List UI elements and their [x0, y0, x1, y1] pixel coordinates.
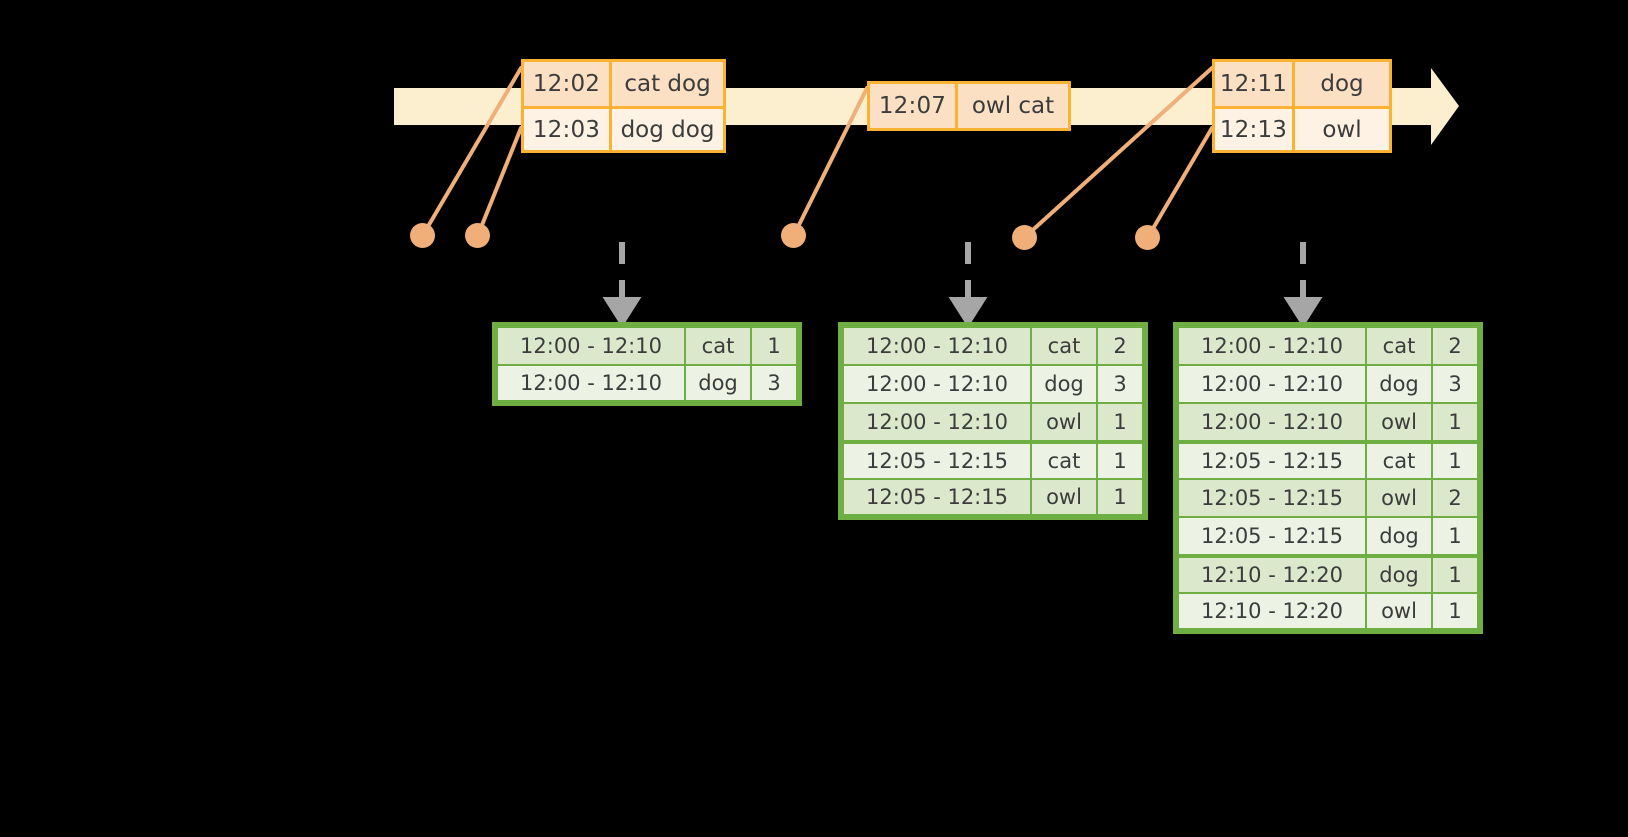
event-group-2[interactable]: 12:07 owl cat — [867, 81, 1071, 131]
cell-word: owl — [1367, 480, 1431, 516]
connector-dot-2 — [465, 223, 490, 248]
connector-dot-3 — [781, 223, 806, 248]
event-words: owl cat — [971, 93, 1055, 119]
cell-word: dog — [1367, 518, 1431, 554]
cell-word: cat — [1367, 444, 1431, 478]
cell-count: 2 — [1098, 328, 1142, 364]
cell-word: owl — [1032, 404, 1096, 440]
cell-count: 1 — [1433, 518, 1477, 554]
event-words: cat dog — [624, 71, 711, 97]
cell-word: owl — [1032, 480, 1096, 514]
cell-word: cat — [1032, 444, 1096, 478]
cell-count: 1 — [1433, 404, 1477, 440]
cell-count: 3 — [1433, 366, 1477, 402]
event-row[interactable]: 12:11 dog — [1215, 62, 1389, 106]
dashed-arrow-to-table-3 — [1283, 242, 1323, 328]
cell-window: 12:00 - 12:10 — [1179, 366, 1365, 402]
event-time: 12:03 — [524, 109, 612, 150]
cell-window: 12:05 - 12:15 — [1179, 480, 1365, 516]
cell-word: cat — [1367, 328, 1431, 364]
cell-window: 12:05 - 12:15 — [1179, 518, 1365, 554]
event-row[interactable]: 12:02 cat dog — [524, 62, 723, 106]
connector-dot-4 — [1012, 225, 1037, 250]
cell-window: 12:10 - 12:20 — [1179, 594, 1365, 628]
cell-word: dog — [1367, 366, 1431, 402]
dashed-arrow-to-table-2 — [948, 242, 988, 328]
cell-count: 1 — [1098, 404, 1142, 440]
event-time: 12:11 — [1215, 62, 1295, 106]
cell-window: 12:05 - 12:15 — [1179, 444, 1365, 478]
cell-window: 12:05 - 12:15 — [844, 444, 1030, 478]
cell-window: 12:00 - 12:10 — [1179, 328, 1365, 364]
cell-window: 12:00 - 12:10 — [498, 328, 684, 364]
cell-count: 1 — [1433, 444, 1477, 478]
cell-word: owl — [1367, 404, 1431, 440]
cell-word: dog — [1367, 558, 1431, 592]
event-words: owl — [1322, 116, 1362, 143]
event-row[interactable]: 12:07 owl cat — [870, 84, 1068, 128]
cell-count: 1 — [1098, 444, 1142, 478]
dashed-arrow-group — [602, 242, 1323, 328]
event-time: 12:13 — [1215, 109, 1295, 150]
event-words: dog dog — [620, 116, 715, 143]
cell-count: 1 — [1433, 594, 1477, 628]
event-group-1[interactable]: 12:02 cat dog 12:03 dog dog — [521, 59, 726, 153]
event-words: dog — [1320, 71, 1364, 97]
cell-count: 1 — [1098, 480, 1142, 514]
cell-word: dog — [686, 366, 750, 400]
event-row[interactable]: 12:03 dog dog — [524, 106, 723, 150]
event-group-3[interactable]: 12:11 dog 12:13 owl — [1212, 59, 1392, 153]
cell-window: 12:00 - 12:10 — [844, 366, 1030, 402]
connector-dot-5 — [1135, 225, 1160, 250]
cell-word: cat — [1032, 328, 1096, 364]
event-time: 12:07 — [870, 84, 958, 128]
cell-count: 3 — [752, 366, 796, 400]
cell-count: 2 — [1433, 480, 1477, 516]
cell-count: 1 — [1433, 558, 1477, 592]
cell-window: 12:00 - 12:10 — [498, 366, 684, 400]
cell-word: owl — [1367, 594, 1431, 628]
cell-window: 12:05 - 12:15 — [844, 480, 1030, 514]
cell-word: cat — [686, 328, 750, 364]
cell-window: 12:00 - 12:10 — [844, 328, 1030, 364]
cell-word: dog — [1032, 366, 1096, 402]
cell-window: 12:10 - 12:20 — [1179, 558, 1365, 592]
event-time: 12:02 — [524, 62, 612, 106]
cell-count: 3 — [1098, 366, 1142, 402]
connector-dot-1 — [410, 223, 435, 248]
cell-window: 12:00 - 12:10 — [1179, 404, 1365, 440]
dashed-arrow-to-table-1 — [602, 242, 642, 328]
cell-count: 2 — [1433, 328, 1477, 364]
event-row[interactable]: 12:13 owl — [1215, 106, 1389, 150]
cell-count: 1 — [752, 328, 796, 364]
cell-window: 12:00 - 12:10 — [844, 404, 1030, 440]
